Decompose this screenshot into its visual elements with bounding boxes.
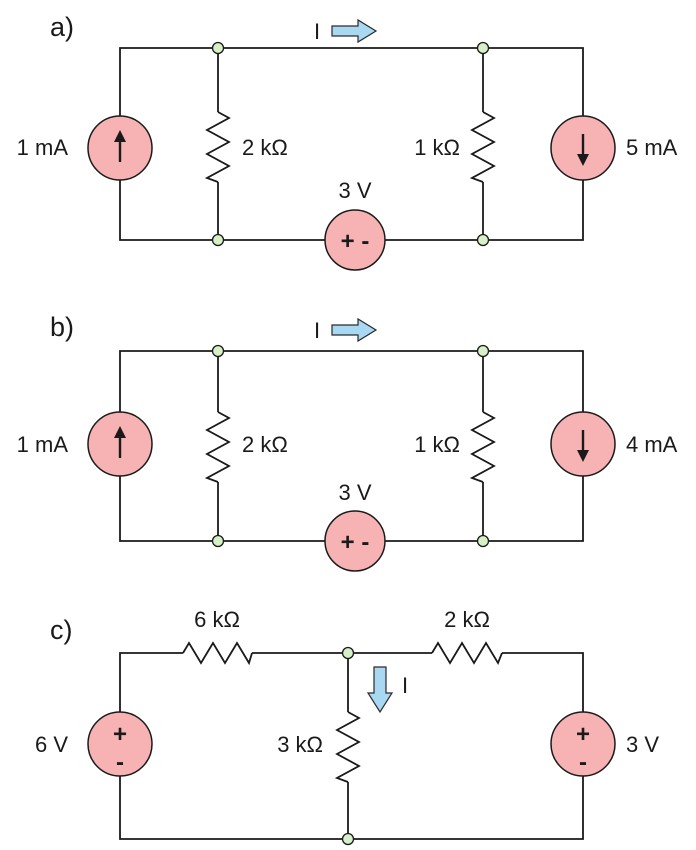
right-resistor-label-b: 1 kΩ <box>414 432 460 457</box>
left-source-label-a: 1 mA <box>17 135 69 160</box>
node <box>341 646 355 660</box>
up-arrowhead-icon <box>114 130 126 142</box>
current-arrow-down-icon <box>366 666 394 714</box>
voltage-source-a <box>324 209 386 271</box>
down-arrowhead-icon <box>577 154 589 166</box>
node <box>476 344 490 358</box>
right-source-label-a: 5 mA <box>626 135 678 160</box>
bottom-right-wire-b <box>385 475 584 542</box>
node <box>476 233 490 247</box>
voltage-source-right-c <box>550 711 616 777</box>
resistor-2k-b <box>204 411 231 483</box>
node <box>211 534 225 548</box>
voltage-source-label-a: 3 V <box>338 178 371 203</box>
left-source-label-c: 6 V <box>35 732 68 757</box>
circuit-b: b) + - I 1 mA 2 kΩ 1 kΩ 4 mA 3 V <box>17 312 678 572</box>
resistor-2k-c <box>431 641 503 666</box>
part-label-a: a) <box>50 12 74 42</box>
up-arrowhead-icon <box>114 426 126 438</box>
voltage-polarity-a: + - <box>341 228 370 255</box>
part-label-b: b) <box>50 312 74 342</box>
node <box>211 233 225 247</box>
left-resistor-label-b: 2 kΩ <box>242 432 288 457</box>
resistor-3k-c <box>334 711 361 783</box>
voltage-source-b <box>324 510 386 572</box>
voltage-polarity-b: + - <box>341 529 370 556</box>
node <box>341 832 355 846</box>
plus-sign-left-c: + <box>113 721 127 748</box>
current-label-a: I <box>314 19 320 44</box>
resistor-1k-a <box>469 111 496 183</box>
bottom-left-wire-a <box>119 180 327 241</box>
current-label-b: I <box>314 318 320 343</box>
left-resistor-label-a: 2 kΩ <box>242 135 288 160</box>
right-resistor-label-c: 2 kΩ <box>444 607 490 632</box>
left-resistor-label-c: 6 kΩ <box>194 607 240 632</box>
resistor-6k-c <box>182 641 253 666</box>
plus-sign-right-c: + <box>576 721 590 748</box>
node <box>476 41 490 55</box>
left-source-label-b: 1 mA <box>17 432 69 457</box>
part-label-c: c) <box>50 615 73 645</box>
top-right-wire-c <box>502 652 584 713</box>
current-arrow-icon <box>331 317 378 343</box>
node <box>211 344 225 358</box>
current-label-c: I <box>402 673 408 698</box>
bottom-right-wire-a <box>383 180 584 241</box>
top-left-wire-c <box>119 652 183 713</box>
top-wire-a <box>119 47 584 140</box>
right-resistor-label-a: 1 kΩ <box>414 135 460 160</box>
voltage-source-left-c <box>87 711 153 777</box>
right-source-label-c: 3 V <box>626 732 659 757</box>
right-source-label-b: 4 mA <box>626 432 678 457</box>
node <box>476 534 490 548</box>
resistor-2k-a <box>204 111 231 183</box>
minus-sign-right-c: - <box>579 749 587 776</box>
circuit-a: a) + - I 1 mA 2 kΩ 1 kΩ <box>17 12 678 271</box>
down-arrowhead-icon <box>577 450 589 462</box>
middle-resistor-label-c: 3 kΩ <box>277 732 323 757</box>
bottom-left-wire-b <box>119 475 325 542</box>
voltage-source-label-b: 3 V <box>338 480 371 505</box>
node <box>211 41 225 55</box>
minus-sign-left-c: - <box>116 749 124 776</box>
bottom-wire-c <box>119 775 584 840</box>
resistor-1k-b <box>469 411 496 483</box>
circuit-c: c) + - + - I 6 kΩ 2 kΩ 3 kΩ 6 V 3 V <box>35 607 659 846</box>
top-wire-b <box>119 350 584 413</box>
current-arrow-icon <box>331 18 378 44</box>
